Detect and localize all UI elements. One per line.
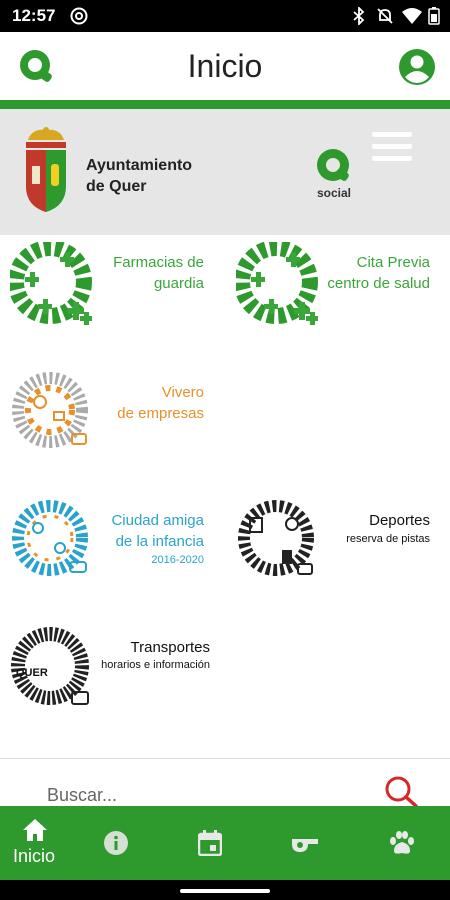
sports-icons-q-icon bbox=[238, 500, 314, 576]
tile-cita-previa[interactable]: Cita Previa centro de salud bbox=[236, 242, 436, 332]
nav-sports[interactable] bbox=[270, 806, 360, 880]
tile-deportes[interactable]: Deportes reserva de pistas bbox=[236, 500, 436, 586]
org-name: Ayuntamiento de Quer bbox=[86, 157, 193, 195]
search-bar[interactable]: Buscar... bbox=[0, 758, 450, 807]
nav-calendar[interactable] bbox=[180, 806, 270, 880]
paw-icon bbox=[390, 831, 414, 854]
mute-icon bbox=[377, 8, 393, 24]
coat-of-arms-icon bbox=[26, 127, 66, 212]
tile-label: Deportes reserva de pistas bbox=[346, 512, 430, 545]
svg-text:QUER: QUER bbox=[16, 667, 48, 679]
header-divider bbox=[0, 100, 450, 109]
tile-label: Cita Previa centro de salud bbox=[327, 254, 430, 292]
status-time: 12:57 bbox=[12, 6, 56, 25]
app-bar: Inicio bbox=[0, 32, 450, 102]
social-label: social bbox=[317, 186, 352, 200]
status-bar: 12:57 bbox=[0, 0, 450, 32]
menu-icon[interactable] bbox=[372, 132, 412, 168]
nav-home-label: Inicio bbox=[12, 846, 56, 866]
calendar-icon bbox=[198, 830, 222, 856]
tile-vivero[interactable]: Vivero de empresas bbox=[10, 372, 210, 458]
green-cross-q-icon bbox=[10, 242, 92, 325]
quer-logo-icon[interactable] bbox=[17, 47, 55, 85]
tile-label: Farmacias de guardia bbox=[113, 254, 204, 292]
search-placeholder[interactable]: Buscar... bbox=[47, 785, 118, 805]
home-gesture-handle[interactable] bbox=[180, 889, 270, 893]
tile-farmacias[interactable]: Farmacias de guardia bbox=[10, 242, 210, 332]
battery-icon bbox=[428, 7, 440, 25]
tile-ciudad-amiga[interactable]: Ciudad amiga de la infancia 2016-2020 bbox=[10, 500, 210, 586]
q-social-logo-icon[interactable] bbox=[314, 148, 354, 188]
bottom-navigation: Inicio bbox=[0, 806, 450, 880]
nav-home[interactable]: Inicio bbox=[0, 806, 90, 880]
nav-info[interactable] bbox=[90, 806, 180, 880]
wifi-icon bbox=[402, 8, 422, 24]
page-title: Inicio bbox=[187, 48, 263, 84]
tile-label: Ciudad amiga de la infancia 2016-2020 bbox=[111, 512, 204, 566]
account-circle-icon[interactable] bbox=[398, 48, 436, 86]
tile-transportes[interactable]: QUER Transportes horarios e información bbox=[10, 626, 216, 716]
info-icon bbox=[104, 831, 128, 855]
search-icon[interactable] bbox=[384, 775, 418, 807]
green-cross-q-icon bbox=[236, 242, 318, 325]
bluetooth-icon bbox=[353, 7, 365, 25]
tile-label: Transportes horarios e información bbox=[101, 639, 210, 671]
tile-label: Vivero de empresas bbox=[117, 384, 204, 422]
home-icon bbox=[23, 819, 47, 841]
nav-pets[interactable] bbox=[360, 806, 450, 880]
business-icons-q-icon bbox=[12, 372, 88, 448]
children-icons-q-icon bbox=[12, 500, 88, 576]
at-sign-icon bbox=[70, 7, 88, 25]
transport-words-q-icon: QUER bbox=[11, 627, 89, 705]
system-navigation-bar bbox=[0, 880, 450, 900]
banner: Ayuntamiento de Quer bbox=[0, 109, 450, 235]
whistle-icon bbox=[292, 839, 318, 852]
